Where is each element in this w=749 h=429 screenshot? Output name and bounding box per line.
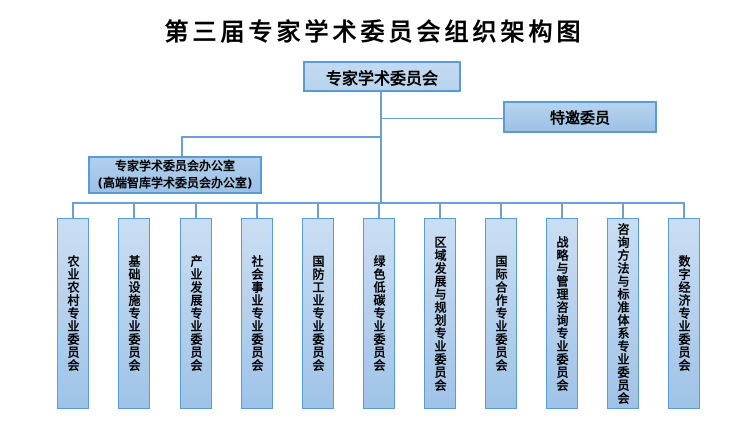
committee-label: 区域发展与规划专业委员会 bbox=[433, 235, 447, 392]
root-committee-label: 专家学术委员会 bbox=[325, 68, 438, 88]
committee-column: 战略与管理咨询专业委员会 bbox=[546, 202, 578, 409]
office-box: 专家学术委员会办公室 (高端智库学术委员会办公室) bbox=[88, 156, 262, 194]
committee-column: 区域发展与规划专业委员会 bbox=[424, 202, 456, 409]
committee-label: 咨询方法与标准体系专业委员会 bbox=[616, 222, 630, 405]
committee-label: 数字经济专业委员会 bbox=[677, 255, 691, 372]
committee-column: 社会事业专业委员会 bbox=[241, 202, 273, 409]
committees-bus-line bbox=[72, 202, 684, 204]
root-committee-box: 专家学术委员会 bbox=[303, 61, 461, 92]
committee-label: 农业农村专业委员会 bbox=[66, 255, 80, 372]
committee-column: 绿色低碳专业委员会 bbox=[363, 202, 395, 409]
committee-label: 产业发展专业委员会 bbox=[189, 255, 203, 372]
committee-label: 战略与管理咨询专业委员会 bbox=[555, 235, 569, 392]
committee-box: 绿色低碳专业委员会 bbox=[363, 218, 395, 409]
connector-drop-line bbox=[683, 202, 685, 218]
trunk-connector-line bbox=[380, 92, 382, 204]
committee-box: 产业发展专业委员会 bbox=[180, 218, 212, 409]
committee-column: 基础设施专业委员会 bbox=[118, 202, 150, 409]
invited-members-box: 特邀委员 bbox=[503, 101, 657, 133]
committee-box: 社会事业专业委员会 bbox=[241, 218, 273, 409]
committee-column: 国际合作专业委员会 bbox=[485, 202, 517, 409]
office-drop-line bbox=[181, 136, 183, 156]
committee-label: 绿色低碳专业委员会 bbox=[372, 255, 386, 372]
invited-members-label: 特邀委员 bbox=[549, 108, 610, 127]
office-label-line2: (高端智库学术委员会办公室) bbox=[97, 176, 253, 190]
committee-box: 农业农村专业委员会 bbox=[57, 218, 89, 409]
committee-column: 咨询方法与标准体系专业委员会 bbox=[607, 202, 639, 409]
connector-drop-line bbox=[622, 202, 624, 218]
committee-box: 区域发展与规划专业委员会 bbox=[424, 218, 456, 409]
committee-label: 国际合作专业委员会 bbox=[494, 255, 508, 372]
committee-box: 国防工业专业委员会 bbox=[302, 218, 334, 409]
connector-drop-line bbox=[195, 202, 197, 218]
committee-box: 战略与管理咨询专业委员会 bbox=[546, 218, 578, 409]
committee-box: 数字经济专业委员会 bbox=[668, 218, 700, 409]
committee-box: 国际合作专业委员会 bbox=[485, 218, 517, 409]
committee-label: 国防工业专业委员会 bbox=[311, 255, 325, 372]
committee-label: 社会事业专业委员会 bbox=[250, 255, 264, 372]
connector-drop-line bbox=[439, 202, 441, 218]
committee-column: 数字经济专业委员会 bbox=[668, 202, 700, 409]
committee-box: 咨询方法与标准体系专业委员会 bbox=[607, 218, 639, 409]
connector-drop-line bbox=[378, 202, 380, 218]
connector-drop-line bbox=[72, 202, 74, 218]
committee-label: 基础设施专业委员会 bbox=[127, 255, 141, 372]
invited-branch-line bbox=[381, 117, 503, 119]
connector-drop-line bbox=[256, 202, 258, 218]
committee-column: 国防工业专业委员会 bbox=[302, 202, 334, 409]
committee-box: 基础设施专业委员会 bbox=[118, 218, 150, 409]
connector-drop-line bbox=[561, 202, 563, 218]
connector-drop-line bbox=[500, 202, 502, 218]
committee-column: 农业农村专业委员会 bbox=[57, 202, 89, 409]
office-branch-line bbox=[181, 136, 381, 138]
diagram-title: 第三届专家学术委员会组织架构图 bbox=[164, 18, 585, 46]
committee-column: 产业发展专业委员会 bbox=[180, 202, 212, 409]
office-label-line1: 专家学术委员会办公室 bbox=[114, 158, 235, 173]
connector-drop-line bbox=[317, 202, 319, 218]
connector-drop-line bbox=[133, 202, 135, 218]
